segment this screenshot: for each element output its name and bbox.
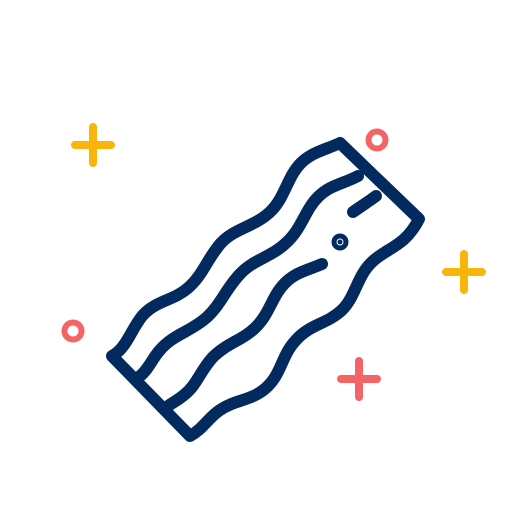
bacon-strip [106,137,425,442]
plus-sparkle-yellow-right [442,250,486,294]
ring-sparkle-red-top [365,128,389,152]
bacon-stripe-2-top [347,190,382,218]
ring-sparkle-red-left [61,319,85,343]
plus-sparkle-red [337,357,381,401]
bacon-dot [331,233,349,251]
bacon-stripe-2 [162,258,328,412]
plus-sparkle-yellow-left [71,123,115,167]
bacon-outline [106,137,425,442]
bacon-stripe-1 [134,170,364,382]
